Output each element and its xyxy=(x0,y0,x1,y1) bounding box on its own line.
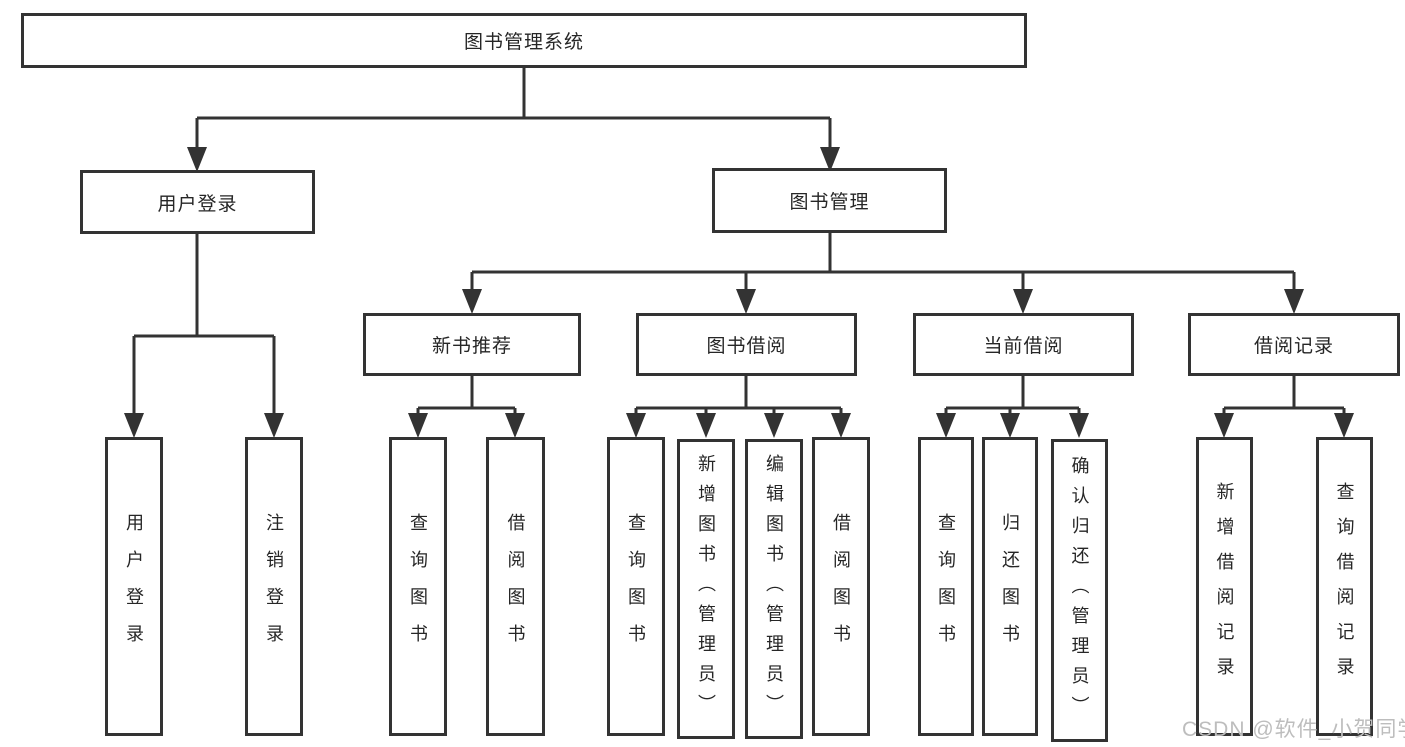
node-leaf-borrow-book-1: 借阅图书 xyxy=(486,437,545,736)
node-leaf-borrow-book-2: 借阅图书 xyxy=(812,437,870,736)
node-leaf-confirm-return-admin: 确认归还（管理员） xyxy=(1051,439,1108,742)
csdn-watermark: CSDN @软件_小贺同学 xyxy=(1182,718,1405,741)
node-new-book-recommendation: 新书推荐 xyxy=(363,313,581,376)
node-leaf-return-book: 归还图书 xyxy=(982,437,1038,736)
node-leaf-query-book-3: 查询图书 xyxy=(918,437,974,736)
node-leaf-add-book-admin: 新增图书（管理员） xyxy=(677,439,735,739)
node-library-system: 图书管理系统 xyxy=(21,13,1027,68)
node-leaf-query-book-2: 查询图书 xyxy=(607,437,665,736)
node-leaf-logout: 注销登录 xyxy=(245,437,303,736)
node-book-management: 图书管理 xyxy=(712,168,947,233)
node-book-borrowing: 图书借阅 xyxy=(636,313,857,376)
node-leaf-edit-book-admin: 编辑图书（管理员） xyxy=(745,439,803,739)
node-current-borrowing: 当前借阅 xyxy=(913,313,1134,376)
node-user-login: 用户登录 xyxy=(80,170,315,234)
node-borrowing-records: 借阅记录 xyxy=(1188,313,1400,376)
node-leaf-add-borrow-record: 新增借阅记录 xyxy=(1196,437,1253,736)
node-leaf-query-book-1: 查询图书 xyxy=(389,437,447,736)
node-leaf-query-borrow-record: 查询借阅记录 xyxy=(1316,437,1373,736)
node-leaf-user-login: 用户登录 xyxy=(105,437,163,736)
